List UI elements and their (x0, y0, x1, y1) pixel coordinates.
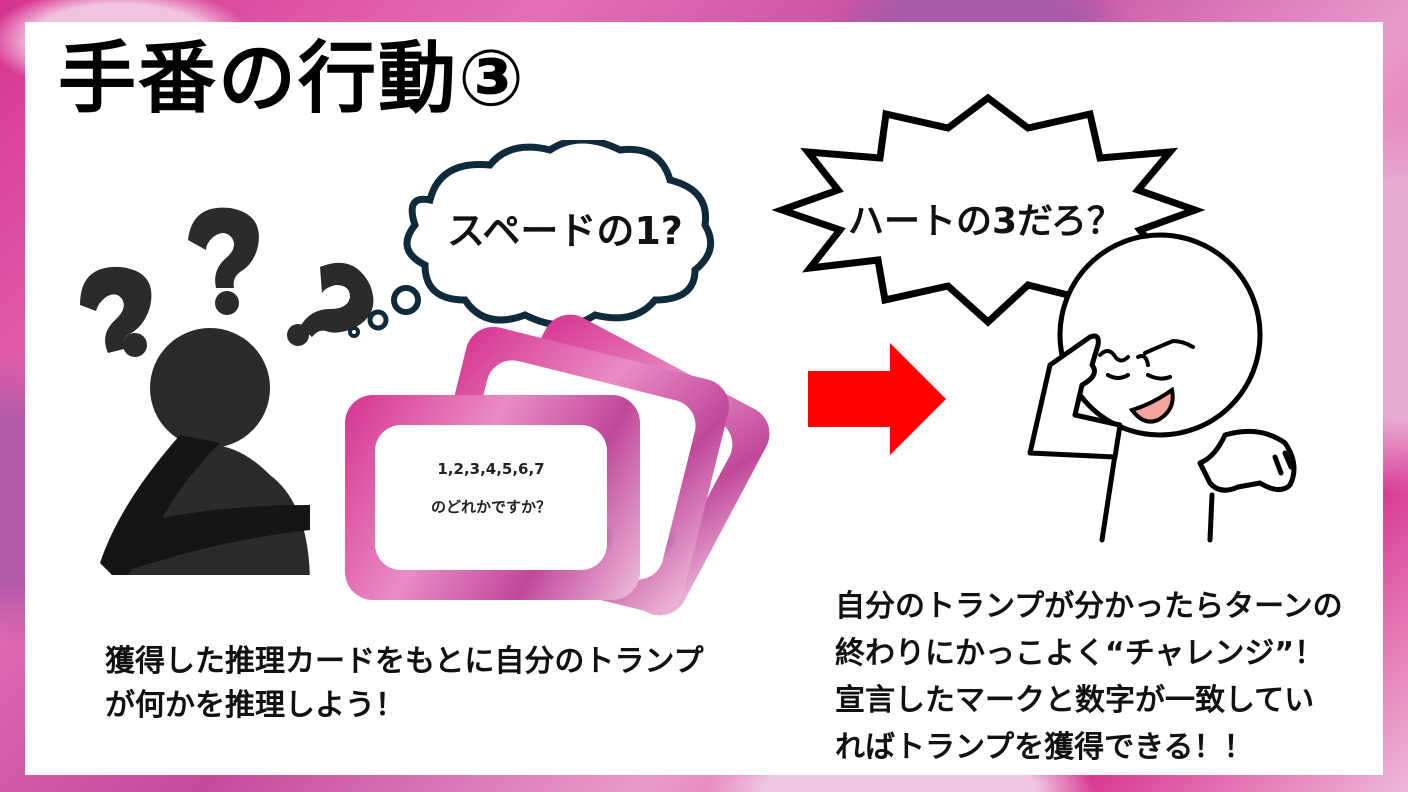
left-caption-line2: が何かを推理しよう！ (105, 688, 405, 723)
card-text-line1: 1,2,3,4,5,6,7 (437, 460, 545, 478)
thought-bubble-text: スペードの1? (447, 209, 683, 253)
card-stack-icon (340, 304, 790, 626)
thought-bubble-icon (348, 140, 715, 338)
card-front (345, 395, 640, 600)
right-caption-line1: 自分のトランプが分かったらターンの (835, 589, 1343, 624)
slide-title: 手番の行動③ (58, 34, 527, 124)
thinking-character-icon (1027, 232, 1297, 543)
question-mark-icon (80, 266, 152, 357)
question-mark-icon (188, 207, 259, 315)
left-caption-line1: 獲得した推理カードをもとに自分のトランプ (105, 644, 704, 679)
shout-bubble-text: ハートの3だろ？ (848, 201, 1123, 242)
right-caption-line3: 宣言したマークと数字が一致してい (835, 683, 1315, 718)
right-caption-line2: 終わりにかっこよく“チャレンジ”！ (835, 636, 1325, 671)
right-caption-line4: ればトランプを獲得できる！！ (835, 730, 1254, 765)
card-text-line2: のどれかですか？ (430, 498, 551, 516)
person-silhouette-icon (80, 207, 374, 575)
question-mark-icon (287, 262, 374, 346)
right-arrow-icon (808, 343, 946, 455)
